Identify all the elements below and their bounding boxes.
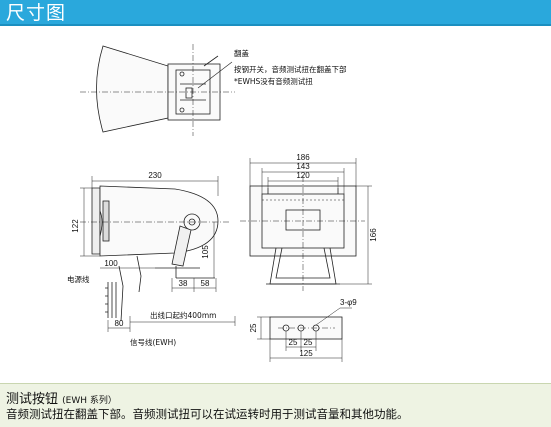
dim-186: 186	[296, 153, 310, 162]
dim-38: 38	[179, 279, 188, 288]
top-view	[80, 44, 235, 136]
front-view	[240, 176, 365, 291]
footer-title: 测试按钮 (EWH 系列）	[6, 388, 117, 407]
callout-line1: 按钢开关，音频测试扭在翻盖下部	[234, 64, 347, 74]
section-header: 尺寸图	[0, 0, 551, 26]
side-dimensions	[80, 176, 236, 332]
footer-description: 音频测试扭在翻盖下部。音频测试扭可以在试运转时用于测试音量和其他功能。	[6, 407, 409, 421]
dimension-drawing: 翻盖 按钢开关，音频测试扭在翻盖下部 *EWHS没有音频测试扭 230 122 …	[67, 44, 378, 362]
dim-58: 58	[201, 279, 210, 288]
side-view	[80, 185, 230, 322]
dim-80: 80	[115, 319, 124, 328]
callout-line2: *EWHS没有音频测试扭	[234, 76, 313, 86]
dim-base-25: 25	[249, 323, 258, 332]
cable-length-label: 出线口起约400mm	[150, 310, 216, 320]
power-cable-label: 电源线	[67, 274, 90, 284]
dim-hole-25b: 25	[304, 338, 313, 347]
dim-105: 105	[201, 245, 210, 259]
dim-125: 125	[299, 349, 313, 358]
callout-title: 翻盖	[234, 48, 249, 58]
footer-title-suffix: (EWH 系列）	[62, 396, 117, 406]
dim-100: 100	[104, 259, 118, 268]
footer-title-text: 测试按钮	[6, 392, 59, 407]
base-dimensions	[257, 316, 343, 362]
holes-label: 3-φ9	[340, 298, 357, 307]
dim-hole-25a: 25	[289, 338, 298, 347]
dim-120: 120	[296, 171, 310, 180]
section-title: 尺寸图	[6, 2, 67, 24]
signal-cable-label: 信号线(EWH)	[130, 337, 176, 347]
dim-166: 166	[369, 228, 378, 242]
test-button-info: 测试按钮 (EWH 系列） 音频测试扭在翻盖下部。音频测试扭可以在试运转时用于测…	[0, 383, 551, 427]
dim-length: 230	[148, 171, 162, 180]
header-rule	[0, 24, 551, 26]
front-dimensions	[249, 158, 372, 285]
dim-143: 143	[296, 162, 310, 171]
base-plate	[269, 307, 352, 340]
dim-height: 122	[71, 219, 80, 233]
